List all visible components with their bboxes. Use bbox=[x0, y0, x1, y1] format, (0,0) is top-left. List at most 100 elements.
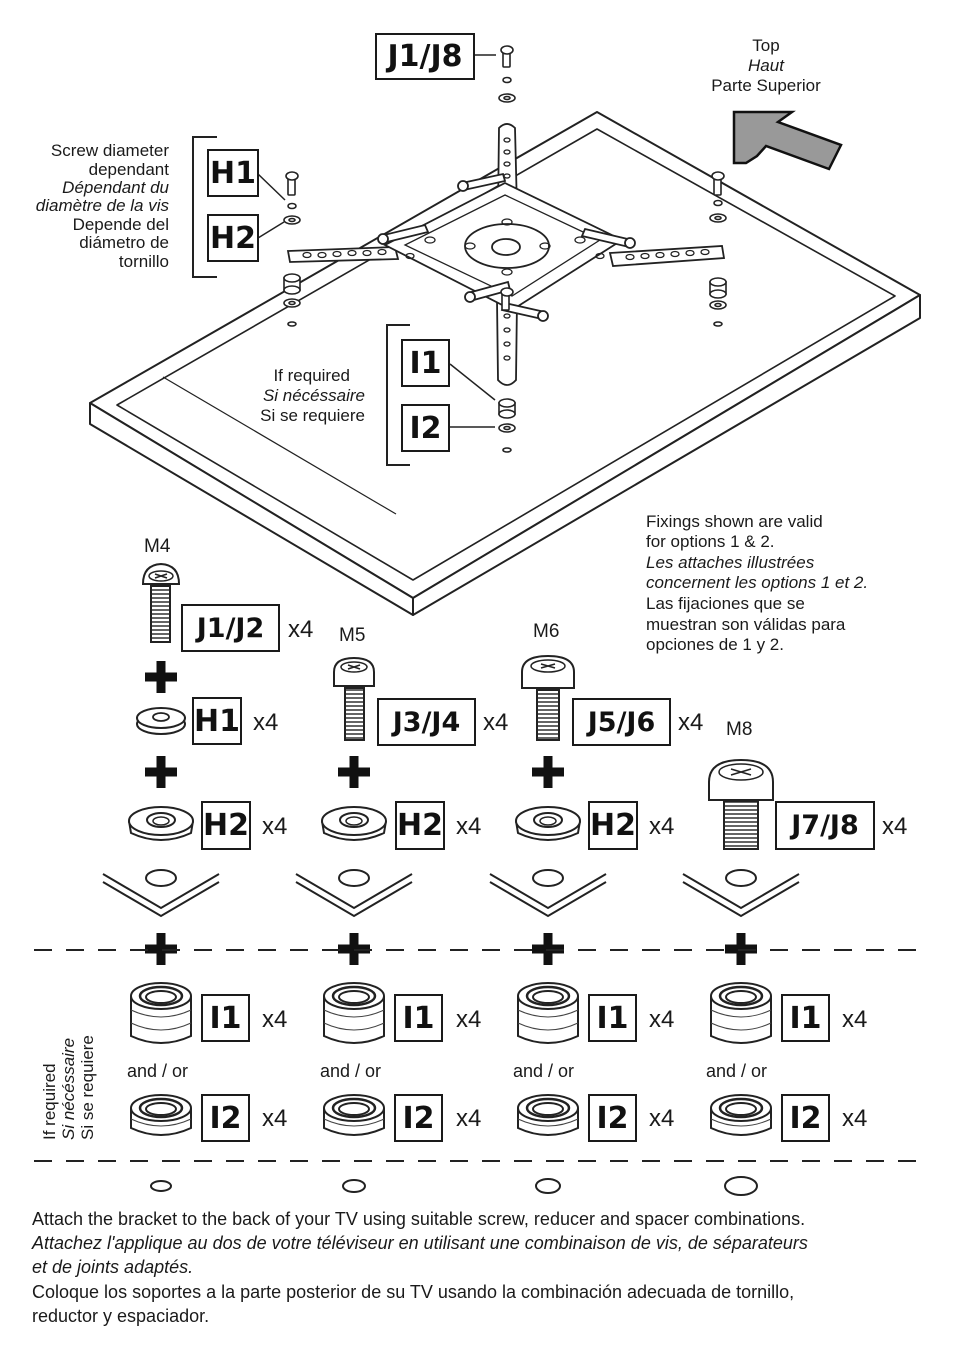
qty-j3-j4: x4 bbox=[483, 709, 509, 736]
qty-i2-col2: x4 bbox=[456, 1105, 482, 1132]
qty-i2-col3: x4 bbox=[649, 1105, 675, 1132]
fixings-note-line2: for options 1 & 2. bbox=[646, 532, 775, 551]
spacer-i1-col3 bbox=[516, 981, 580, 1045]
spacer-i2-col4 bbox=[709, 1093, 773, 1137]
spacer-i2-col2 bbox=[322, 1093, 386, 1137]
spacer-i1-col2 bbox=[322, 981, 386, 1045]
instructions-fr-2: et de joints adaptés. bbox=[32, 1257, 194, 1277]
wall-bracket bbox=[286, 123, 726, 386]
tv-hole-m8 bbox=[724, 1176, 758, 1196]
and-or-col1: and / or bbox=[127, 1061, 189, 1081]
part-box-i2-col4: I2 bbox=[781, 1094, 830, 1142]
label-i1-diagram: I1 bbox=[401, 339, 450, 387]
fixings-note-line4: concernent les options 1 et 2. bbox=[646, 573, 869, 592]
label-h2-diagram: H2 bbox=[207, 214, 259, 262]
screw-note-line2: dependant bbox=[88, 160, 169, 179]
part-box-i1-col2: I1 bbox=[394, 994, 443, 1042]
tv-hole-m6 bbox=[535, 1178, 561, 1194]
size-m8: M8 bbox=[726, 719, 753, 740]
spacer-i2-col3 bbox=[516, 1093, 580, 1137]
fixings-note-line7: opciones de 1 y 2. bbox=[646, 635, 784, 654]
spacer-i2-col1 bbox=[129, 1093, 193, 1137]
qty-i1-col2: x4 bbox=[456, 1006, 482, 1033]
washer-h2-col2 bbox=[321, 806, 387, 841]
bracket-section-col1 bbox=[102, 869, 220, 917]
part-box-h2-col3: H2 bbox=[588, 801, 638, 850]
fixings-note-line3: Les attaches illustrées bbox=[646, 553, 815, 572]
part-box-h2-col1: H2 bbox=[201, 801, 251, 850]
part-box-i1-col4: I1 bbox=[781, 994, 830, 1042]
screw-note-line1: Screw diameter bbox=[50, 141, 169, 160]
washer-h2-col3 bbox=[515, 806, 581, 841]
and-or-col4: and / or bbox=[706, 1061, 768, 1081]
and-or-col2: and / or bbox=[320, 1061, 382, 1081]
screw-m4 bbox=[141, 562, 181, 643]
washer-h1 bbox=[136, 707, 186, 735]
qty-i2-col1: x4 bbox=[262, 1105, 288, 1132]
qty-i2-col4: x4 bbox=[842, 1105, 868, 1132]
spacer-i1-col1 bbox=[129, 981, 193, 1045]
size-m6: M6 bbox=[533, 621, 560, 642]
part-box-j5-j6: J5/J6 bbox=[572, 698, 671, 746]
part-box-j1-j2: J1/J2 bbox=[181, 604, 280, 652]
screw-m8 bbox=[708, 758, 774, 850]
instructions-es-2: reductor y espaciador. bbox=[32, 1306, 210, 1326]
qty-i1-col1: x4 bbox=[262, 1006, 288, 1033]
bracket-section-col3 bbox=[489, 869, 607, 917]
bracket-section-col2 bbox=[295, 869, 413, 917]
part-box-j7-j8: J7/J8 bbox=[775, 801, 875, 850]
spacer-i1-col4 bbox=[709, 981, 773, 1045]
qty-j5-j6: x4 bbox=[678, 709, 704, 736]
if-required-rotated-es: Si se requiere bbox=[78, 1035, 97, 1140]
fixings-note-line1: Fixings shown are valid bbox=[646, 512, 823, 531]
screw-m5 bbox=[333, 656, 375, 741]
screw-note-line6: diámetro de bbox=[79, 233, 169, 252]
screw-m6 bbox=[521, 654, 575, 741]
part-box-i2-col3: I2 bbox=[588, 1094, 637, 1142]
top-label-es: Parte Superior bbox=[711, 76, 821, 95]
and-or-col3: and / or bbox=[513, 1061, 575, 1081]
tv-hole-m4 bbox=[150, 1180, 172, 1192]
screw-note-line5: Depende del bbox=[72, 215, 169, 234]
if-required-rotated: If required Si nécéssaire Si se requiere bbox=[40, 1000, 106, 1140]
tv-hole-m5 bbox=[342, 1179, 366, 1193]
qty-h2-col1: x4 bbox=[262, 813, 288, 840]
qty-i1-col4: x4 bbox=[842, 1006, 868, 1033]
qty-h1: x4 bbox=[253, 709, 279, 736]
if-required-es: Si se requiere bbox=[260, 406, 365, 425]
qty-i1-col3: x4 bbox=[649, 1006, 675, 1033]
fixings-note-line6: muestran son válidas para bbox=[646, 615, 846, 634]
label-h1-diagram: H1 bbox=[207, 149, 259, 197]
fixings-note-line5: Las fijaciones que se bbox=[646, 594, 805, 613]
instructions-fr-1: Attachez l'applique au dos de votre télé… bbox=[32, 1233, 808, 1253]
part-box-i2-col1: I2 bbox=[201, 1094, 250, 1142]
screw-note-line7: tornillo bbox=[118, 252, 169, 271]
instructions-en: Attach the bracket to the back of your T… bbox=[32, 1209, 806, 1229]
qty-h2-col3: x4 bbox=[649, 813, 675, 840]
part-box-i2-col2: I2 bbox=[394, 1094, 443, 1142]
bracket-section-col4 bbox=[682, 869, 800, 917]
part-box-i1-col3: I1 bbox=[588, 994, 637, 1042]
top-label-en: Top bbox=[752, 36, 780, 55]
part-box-i1-col1: I1 bbox=[201, 994, 250, 1042]
if-required-rotated-en: If required bbox=[40, 1063, 59, 1140]
top-direction-arrow bbox=[732, 110, 843, 171]
washer-h2-col1 bbox=[128, 806, 194, 841]
label-j1-j8: J1/J8 bbox=[375, 33, 475, 80]
qty-j7-j8: x4 bbox=[882, 813, 908, 840]
if-required-fr: Si nécéssaire bbox=[262, 386, 365, 405]
part-box-h1: H1 bbox=[192, 697, 242, 745]
label-i2-diagram: I2 bbox=[401, 404, 450, 452]
instructions-es-1: Coloque los soportes a la parte posterio… bbox=[32, 1282, 795, 1302]
qty-j1-j2: x4 bbox=[288, 616, 314, 643]
size-m5: M5 bbox=[339, 625, 366, 646]
top-label-fr: Haut bbox=[748, 56, 784, 75]
qty-h2-col2: x4 bbox=[456, 813, 482, 840]
size-m4: M4 bbox=[144, 536, 171, 557]
screw-note-line4: diamètre de la vis bbox=[35, 196, 169, 215]
if-required-en: If required bbox=[273, 366, 350, 385]
part-box-j3-j4: J3/J4 bbox=[377, 698, 476, 746]
screw-note-line3: Dépendant du bbox=[62, 178, 169, 197]
if-required-rotated-fr: Si nécéssaire bbox=[59, 1037, 78, 1140]
part-box-h2-col2: H2 bbox=[395, 801, 445, 850]
